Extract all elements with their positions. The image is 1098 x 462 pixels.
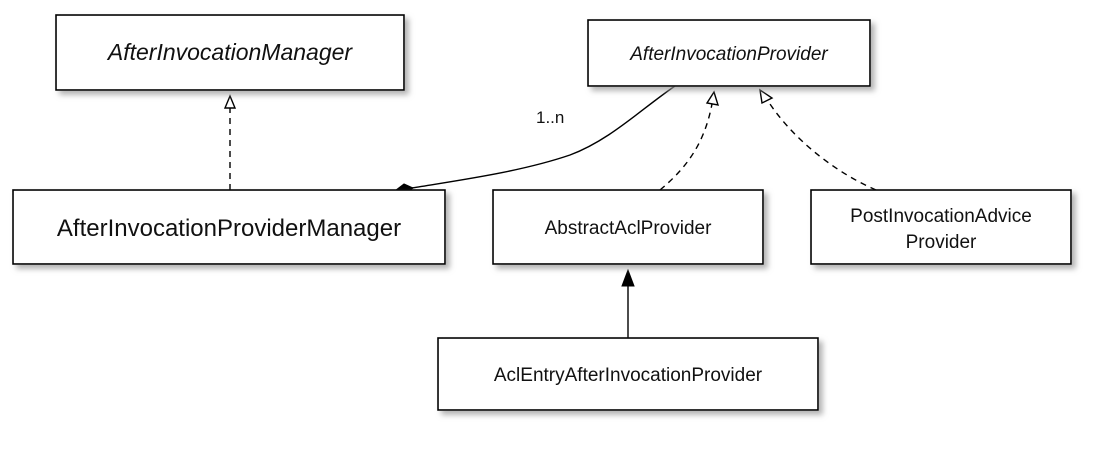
class-name: AfterInvocationManager (106, 39, 354, 65)
class-name-line-2: Provider (906, 232, 977, 253)
hollow-arrowhead (223, 94, 237, 109)
class-after-invocation-manager: AfterInvocationManager (55, 14, 405, 91)
realization-post-invocation-edge (759, 88, 877, 191)
class-name: AfterInvocationProvider (629, 44, 828, 65)
realization-manager-edge (223, 94, 237, 190)
class-name-line-1: PostInvocationAdvice (850, 206, 1032, 227)
class-post-invocation-advice-provider: PostInvocationAdvice Provider (810, 189, 1072, 265)
aggregation-edge (395, 85, 676, 195)
class-name: AclEntryAfterInvocationProvider (494, 365, 763, 386)
inheritance-edge (621, 268, 635, 338)
filled-arrowhead (621, 268, 635, 287)
class-name: AfterInvocationProviderManager (57, 215, 401, 242)
hollow-arrowhead (705, 90, 720, 106)
class-after-invocation-provider-manager: AfterInvocationProviderManager (12, 189, 446, 265)
realization-abstract-acl-edge (659, 90, 720, 191)
class-after-invocation-provider: AfterInvocationProvider (587, 19, 871, 87)
class-name: AbstractAclProvider (545, 218, 713, 239)
multiplicity-label: 1..n (536, 108, 564, 127)
hollow-arrowhead (759, 88, 774, 105)
class-acl-entry-after-invocation-provider: AclEntryAfterInvocationProvider (437, 337, 819, 411)
class-abstract-acl-provider: AbstractAclProvider (492, 189, 764, 265)
